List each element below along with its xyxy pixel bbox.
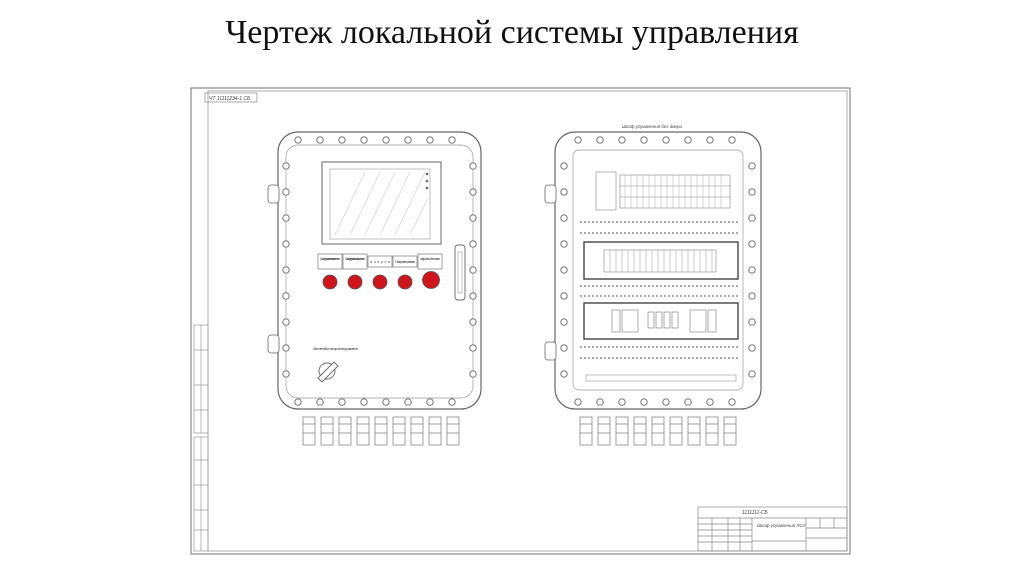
- window-glare-hatching: [334, 171, 429, 236]
- indicator-lamp-2: [347, 274, 363, 290]
- left-margin-strips: [193, 324, 209, 552]
- indicator-lamps: [322, 271, 440, 290]
- front-viewing-window: [321, 161, 442, 245]
- indicator-label-2: Шкаф управления выключен: [345, 257, 365, 261]
- sheet-stamp-top-left: [204, 92, 258, 103]
- indicator-lamp-3: [372, 274, 388, 290]
- indicator-label-4: Пожарная тревога: [395, 260, 415, 264]
- lower-modules: [611, 309, 717, 333]
- title-block-name: Шкаф управления ЛСУ: [757, 523, 806, 528]
- front-hinge-bottom: [267, 334, 280, 354]
- front-cable-glands: [302, 416, 460, 446]
- indicator-label-1: Шкаф управления включен: [320, 257, 340, 261]
- middle-module-panel: [583, 241, 739, 280]
- slide-title: Чертеж локальной системы управления: [225, 14, 799, 51]
- top-terminal-ticks: [624, 175, 722, 208]
- selector-switch: [317, 361, 339, 383]
- front-door-handle: [454, 244, 466, 301]
- indicator-label-5: Аварийный останов: [419, 257, 440, 261]
- title-block: [697, 506, 848, 552]
- middle-module-ticks: [609, 250, 713, 272]
- indicator-lamp-5: [422, 271, 440, 289]
- switch-label: Местное/дистанционное управление: [313, 347, 358, 351]
- title-block-code: 1111111-СБ: [742, 510, 769, 516]
- internal-cabinet: Шкаф управления без двери: [544, 124, 762, 446]
- internal-cabinet-caption: Шкаф управления без двери: [622, 124, 682, 129]
- front-cabinet: Шкаф управления включен Шкаф управления …: [267, 131, 482, 446]
- top-terminal-block: [595, 171, 731, 211]
- indicator-label-plates: [317, 253, 443, 270]
- indicator-lamp-1: [322, 274, 338, 290]
- sheet-inner-border: [207, 90, 848, 552]
- front-cabinet-bolts: [282, 136, 477, 406]
- indicator-lamp-4: [397, 274, 413, 290]
- internal-cable-glands: [579, 416, 737, 446]
- front-hinge-top: [267, 184, 280, 204]
- internal-cabinet-bolts: [560, 136, 756, 406]
- sheet-stamp-text: ЧТ 11111234-1 СБ: [209, 96, 251, 102]
